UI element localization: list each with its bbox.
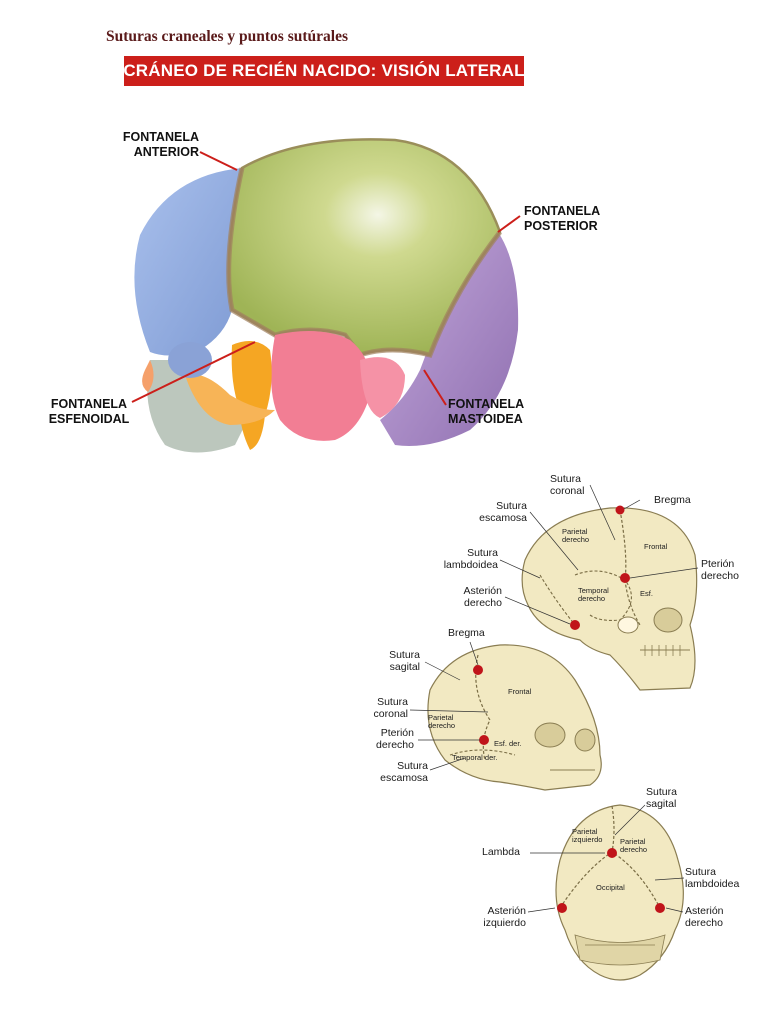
adult-skulls-illustration [409,484,699,981]
s2-label-sutura-sagital: Sutura sagital [389,649,420,673]
s1-label-pterion-derecho: Pterión derecho [701,558,739,582]
s1-label-sutura-coronal: Sutura coronal [550,473,585,497]
s3-label-lambda: Lambda [482,846,520,858]
s1-label-sutura-lambdoidea: Sutura lambdoidea [443,547,498,571]
label-fontanela-anterior: FONTANELA ANTERIOR [122,130,199,159]
page-heading: Suturas craneales y puntos sutúrales [106,28,348,45]
s2-bone-frontal: Frontal [508,687,532,696]
temporal-bone [271,331,371,441]
s3-label-asterion-izquierdo: Asterión izquierdo [483,905,526,929]
s2-bone-temporal: Temporal der. [452,753,498,762]
label-fontanela-posterior: FONTANELA POSTERIOR [524,204,601,233]
skull-oblique-view [409,641,602,791]
label-fontanela-mastoidea: FONTANELA MASTOIDEA [448,397,525,426]
s2-label-sutura-coronal: Sutura coronal [373,696,408,720]
s2-label-sutura-escamosa: Sutura escamosa [380,760,428,784]
s1-label-asterion-derecho: Asterión derecho [463,585,502,609]
skull-lateral-view [499,484,699,691]
s1-bone-temporal: Temporal derecho [578,586,609,603]
s3-label-asterion-derecho: Asterión derecho [685,905,724,929]
s3-bone-parietal-right: Parietal derecho [620,837,648,854]
s3-label-sutura-lambdoidea: Sutura lambdoidea [685,866,740,890]
s1-bone-sphenoid: Esf. [640,589,653,598]
newborn-skull-illustration [131,138,521,453]
skull-posterior-view [527,804,685,981]
s3-bone-parietal-left: Parietal izquierdo [572,827,603,844]
s1-label-bregma: Bregma [654,494,691,506]
s2-label-bregma: Bregma [448,627,485,639]
s3-bone-occipital: Occipital [596,883,625,892]
s2-bone-sphenoid: Esf. der. [494,739,522,748]
s1-bone-parietal: Parietal derecho [562,527,590,544]
label-fontanela-esfenoidal: FONTANELA ESFENOIDAL [48,397,130,426]
figure-banner: CRÁNEO DE RECIÉN NACIDO: VISIÓN LATERAL [123,56,524,86]
s3-label-sutura-sagital: Sutura sagital [646,786,677,810]
s2-bone-parietal: Parietal derecho [428,713,456,730]
occipital-bone [380,232,519,446]
frontal-bone [134,168,242,356]
s1-bone-frontal: Frontal [644,542,668,551]
s2-label-pterion-derecho: Pterión derecho [376,727,414,751]
s1-label-sutura-escamosa: Sutura escamosa [479,500,527,524]
